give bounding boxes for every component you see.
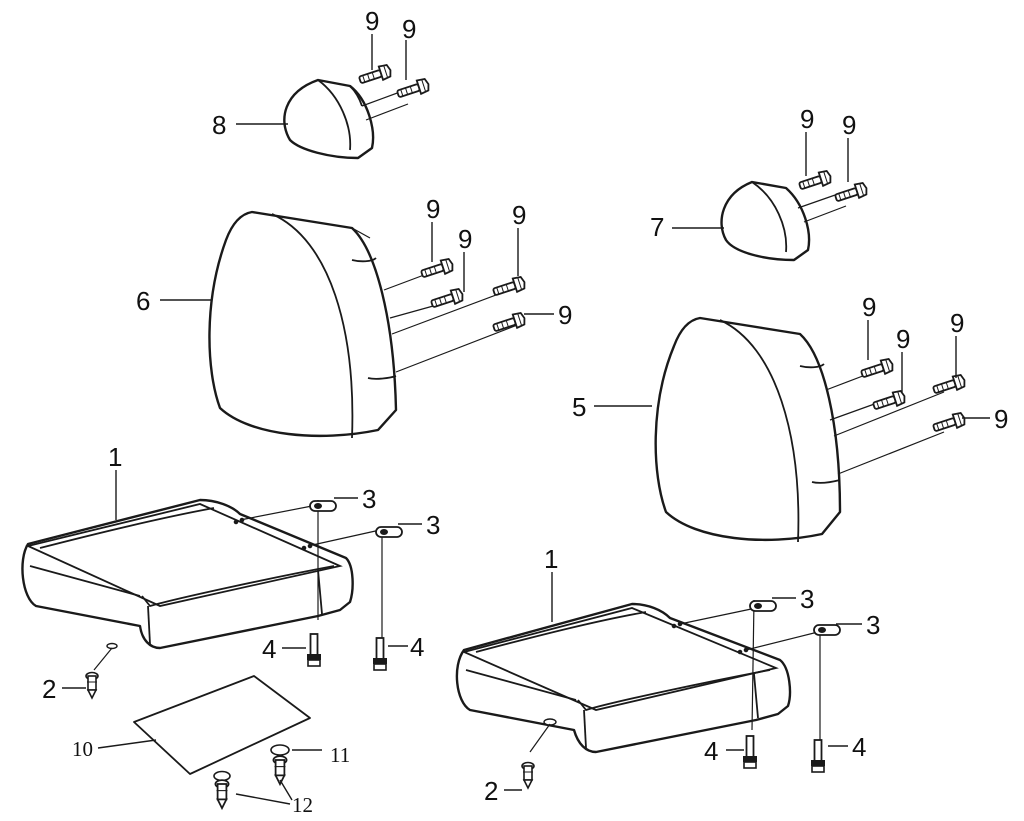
bolt-headrest-right-2	[832, 180, 870, 206]
bracket-left-2	[375, 526, 403, 538]
label-seat-cushion-left: 1	[108, 442, 122, 472]
rivet-left	[85, 671, 99, 699]
backrest-left	[208, 210, 528, 439]
pad-assembly	[133, 675, 311, 810]
label-bolt-headrest-right-2: 9	[842, 110, 856, 140]
label-rivet-right: 2	[484, 776, 498, 806]
label-bolt-backrest-left-1: 9	[426, 194, 440, 224]
label-pad: 10	[72, 737, 93, 761]
label-washer: 11	[330, 743, 350, 767]
label-seat-cushion-right: 1	[544, 544, 558, 574]
bolt-backrest-right-1	[858, 356, 896, 382]
label-bracket-left-1: 3	[362, 484, 376, 514]
bolt-seat-left-2	[372, 637, 388, 671]
label-bolt-headrest-left-1: 9	[365, 6, 379, 36]
bolt-headrest-left-1	[356, 62, 394, 88]
headrest-left	[283, 62, 432, 160]
seat-cushion-left	[21, 498, 403, 699]
label-bolt-backrest-left-3: 9	[512, 200, 526, 230]
bracket-left-1	[309, 500, 337, 512]
bolt-headrest-right-1	[796, 168, 834, 194]
label-bolt-backrest-right-3: 9	[950, 308, 964, 338]
label-bolt-backrest-left-2: 9	[458, 224, 472, 254]
label-bolt-backrest-right-2: 9	[896, 324, 910, 354]
label-bolt-backrest-right-4: 9	[994, 404, 1008, 434]
label-headrest-left: 8	[212, 110, 226, 140]
headrest-right	[720, 168, 870, 262]
label-rivet-left: 2	[42, 674, 56, 704]
bolt-backrest-left-4	[490, 310, 528, 336]
clip-2	[214, 779, 230, 810]
callout-labels: 8 9 9 7 9 9 6 9 9 9 9 5 9 9 9 9 1 1 3 3 …	[42, 6, 1008, 817]
washer	[270, 744, 290, 756]
label-clip: 12	[292, 793, 313, 817]
label-backrest-left: 6	[136, 286, 150, 316]
label-bolt-seat-right-2: 4	[852, 732, 866, 762]
bolt-backrest-right-4	[930, 410, 968, 436]
bracket-right-1	[749, 600, 777, 612]
bolt-headrest-left-2	[394, 76, 432, 102]
bolt-backrest-left-2	[428, 286, 466, 312]
bolt-seat-left-1	[306, 633, 322, 667]
bolt-backrest-left-3	[490, 274, 528, 300]
bolt-backrest-left-1	[418, 256, 456, 282]
bolt-backrest-right-3	[930, 372, 968, 398]
label-bolt-seat-left-2: 4	[410, 632, 424, 662]
label-headrest-right: 7	[650, 212, 664, 242]
label-bolt-backrest-right-1: 9	[862, 292, 876, 322]
backrest-right	[654, 316, 968, 543]
label-backrest-right: 5	[572, 392, 586, 422]
clip-1	[272, 755, 288, 786]
label-bolt-backrest-left-4: 9	[558, 300, 572, 330]
label-bolt-seat-right-1: 4	[704, 736, 718, 766]
label-bracket-right-2: 3	[866, 610, 880, 640]
label-bracket-left-2: 3	[426, 510, 440, 540]
seat-cushion-right	[455, 599, 841, 789]
label-bolt-seat-left-1: 4	[262, 634, 276, 664]
bolt-seat-right-2	[810, 739, 826, 773]
rivet-right	[521, 761, 535, 789]
label-bracket-right-1: 3	[800, 584, 814, 614]
leader-lines	[62, 34, 990, 805]
bolt-seat-right-1	[742, 735, 758, 769]
label-bolt-headrest-left-2: 9	[402, 14, 416, 44]
bracket-right-2	[813, 624, 841, 636]
label-bolt-headrest-right-1: 9	[800, 104, 814, 134]
